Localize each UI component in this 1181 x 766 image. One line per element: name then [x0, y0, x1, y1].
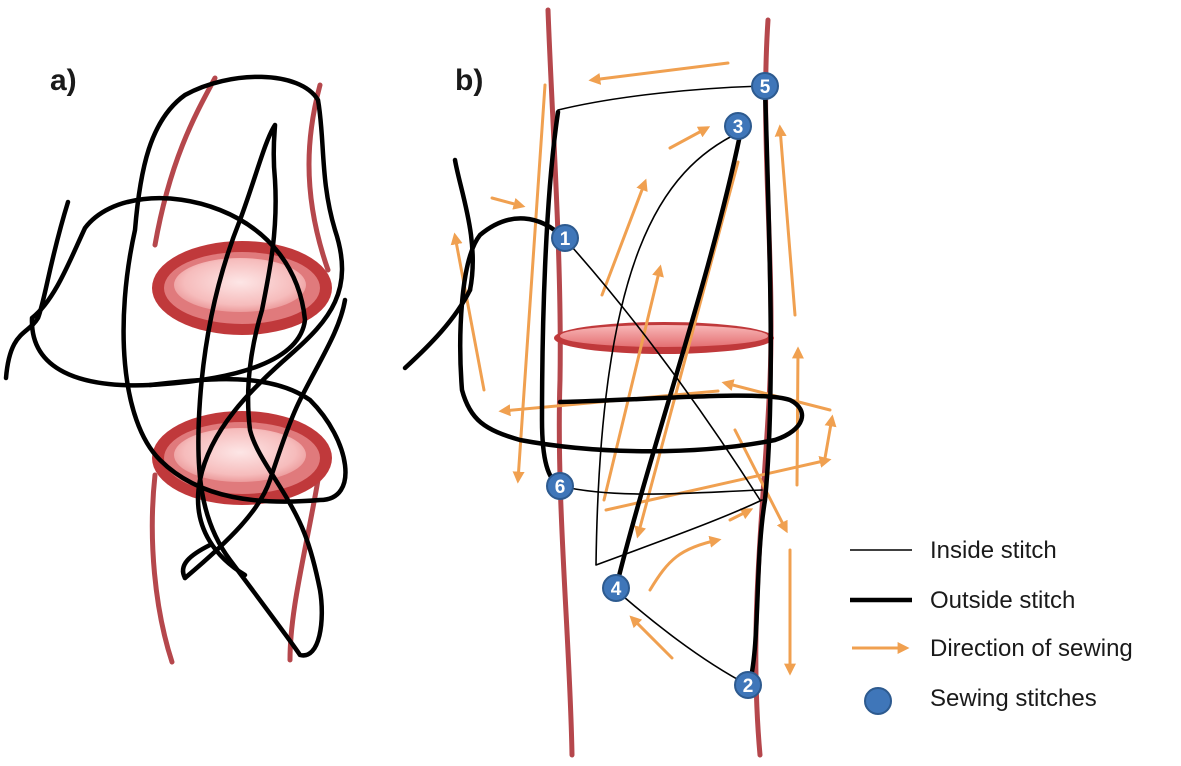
- direction-arrow: [668, 126, 711, 150]
- outside-stitch: [747, 85, 774, 685]
- panel-a: a): [3, 64, 348, 665]
- inside-stitch: [557, 85, 763, 111]
- legend-item-inside-stitch: Inside stitch: [850, 537, 1057, 564]
- legend-label-direction: Direction of sewing: [930, 635, 1133, 662]
- thread-loop-right: [121, 74, 348, 578]
- legend-label-sewing-stitches: Sewing stitches: [930, 685, 1097, 712]
- svg-text:1: 1: [560, 229, 571, 250]
- inside-stitch: [559, 485, 763, 495]
- direction-arrow: [588, 61, 730, 85]
- skin-edge-left-lower: [149, 472, 175, 665]
- direction-arrow: [823, 414, 837, 460]
- panel-b: b): [402, 7, 837, 758]
- direction-arrow: [774, 124, 797, 317]
- outside-stitch: [613, 132, 743, 591]
- stitch-point-1: 1: [551, 224, 579, 252]
- legend-swatch-circle: [864, 687, 892, 715]
- panel-a-label: a): [50, 64, 77, 97]
- svg-text:5: 5: [760, 77, 771, 98]
- thread-loop-bottom: [182, 297, 348, 581]
- svg-text:2: 2: [743, 676, 754, 697]
- direction-arrow: [604, 455, 832, 512]
- direction-arrow: [629, 615, 674, 660]
- legend-label-inside-stitch: Inside stitch: [930, 537, 1057, 564]
- legend: Inside stitch Outside stitch Direction o…: [850, 537, 1133, 715]
- panel-b-inside-stitches: [557, 85, 763, 686]
- inside-stitch: [615, 589, 749, 686]
- svg-text:3: 3: [733, 117, 744, 138]
- direction-arrow: [634, 160, 740, 539]
- svg-text:6: 6: [555, 477, 566, 498]
- panel-b-direction-arrows: [450, 61, 837, 676]
- panel-b-label: b): [455, 64, 483, 97]
- stitch-point-6: 6: [546, 472, 574, 500]
- thread-knot: [180, 542, 213, 581]
- panel-a-thread: [3, 74, 348, 658]
- skin-edge-right-upper: [306, 82, 331, 273]
- panel-b-stitch-points: 1 2 3 4 5 6: [546, 72, 779, 699]
- skin-edge-left-upper: [152, 75, 218, 248]
- direction-arrow: [728, 508, 754, 522]
- panel-b-outside-stitches: [402, 85, 805, 685]
- direction-arrow: [450, 232, 486, 392]
- stitch-point-3: 3: [724, 112, 752, 140]
- stitch-point-4: 4: [602, 574, 630, 602]
- direction-arrow: [602, 264, 664, 502]
- legend-item-sewing-stitches: Sewing stitches: [864, 685, 1097, 715]
- outside-stitch: [539, 109, 563, 489]
- outside-stitch: [402, 287, 473, 371]
- inside-stitch: [595, 131, 763, 566]
- legend-item-direction: Direction of sewing: [852, 635, 1133, 662]
- direction-arrow: [600, 178, 648, 297]
- thread-loop-left: [29, 195, 308, 388]
- direction-arrow: [490, 196, 526, 210]
- outside-stitch: [452, 157, 475, 293]
- legend-item-outside-stitch: Outside stitch: [850, 587, 1075, 614]
- direction-arrow: [791, 346, 804, 487]
- inside-stitch: [563, 237, 761, 501]
- legend-label-outside-stitch: Outside stitch: [930, 587, 1075, 614]
- panel-a-wound-lower: [152, 411, 332, 505]
- stitch-point-2: 2: [734, 671, 762, 699]
- direction-arrow: [512, 83, 547, 484]
- thread-tail: [3, 199, 71, 381]
- thread-loop-center: [196, 122, 325, 658]
- outside-stitch: [458, 216, 805, 454]
- svg-text:4: 4: [611, 579, 622, 600]
- direction-arrow: [648, 535, 722, 592]
- stitch-point-5: 5: [751, 72, 779, 100]
- panel-b-wound: [554, 322, 774, 354]
- skin-edge-left: [545, 7, 575, 758]
